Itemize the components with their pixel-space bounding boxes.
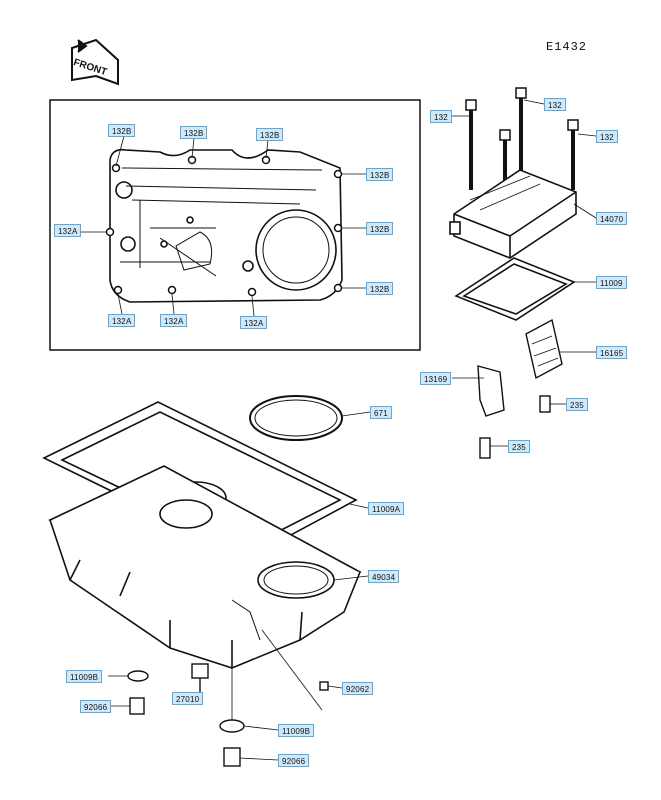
- callout-132b[interactable]: 132B: [366, 168, 394, 181]
- inset-leader-lines: [80, 135, 366, 317]
- callout-235[interactable]: 235: [566, 398, 588, 411]
- gasket-leader: [349, 503, 369, 509]
- callout-49034[interactable]: 49034: [368, 570, 400, 583]
- callout-92062[interactable]: 92062: [342, 682, 374, 695]
- oring-leader: [341, 411, 371, 417]
- callout-14070[interactable]: 14070: [596, 212, 628, 225]
- callout-132[interactable]: 132: [596, 130, 618, 143]
- breather-bracket: [477, 365, 505, 417]
- callout-132b[interactable]: 132B: [180, 126, 208, 139]
- front-arrow-icon: [71, 38, 119, 86]
- diagram-code: E1432: [546, 40, 588, 54]
- callout-132a[interactable]: 132A: [54, 224, 82, 237]
- callout-16165[interactable]: 16165: [596, 346, 628, 359]
- callout-132a[interactable]: 132A: [240, 316, 268, 329]
- o-ring: [249, 395, 343, 441]
- callout-132a[interactable]: 132A: [108, 314, 136, 327]
- breather-cover: [449, 169, 577, 259]
- breather-element: [525, 318, 563, 380]
- callout-132a[interactable]: 132A: [160, 314, 188, 327]
- drain-parts: [127, 663, 329, 767]
- callout-132[interactable]: 132: [430, 110, 452, 123]
- callout-27010[interactable]: 27010: [172, 692, 204, 705]
- callout-132b[interactable]: 132B: [366, 222, 394, 235]
- callout-132[interactable]: 132: [544, 98, 566, 111]
- inset-frame: [49, 99, 421, 351]
- oil-pan-top-view: [109, 148, 343, 303]
- oil-pan-body: [48, 465, 362, 669]
- drain-leader-lines: [108, 629, 343, 761]
- callout-92066[interactable]: 92066: [80, 700, 112, 713]
- callout-671[interactable]: 671: [370, 406, 392, 419]
- callout-11009[interactable]: 11009: [596, 276, 627, 289]
- callout-11009b[interactable]: 11009B: [66, 670, 103, 683]
- callout-13169[interactable]: 13169: [420, 372, 452, 385]
- callout-235[interactable]: 235: [508, 440, 530, 453]
- callout-92066[interactable]: 92066: [278, 754, 310, 767]
- callout-132b[interactable]: 132B: [366, 282, 394, 295]
- breather-gasket: [454, 257, 576, 321]
- callout-132b[interactable]: 132B: [256, 128, 284, 141]
- inset-bolt-holes: [105, 155, 343, 297]
- callout-11009b[interactable]: 11009B: [278, 724, 315, 737]
- cover-leader-lines: [452, 99, 597, 447]
- callout-132b[interactable]: 132B: [108, 124, 136, 137]
- callout-11009a[interactable]: 11009A: [368, 502, 405, 515]
- pan-leader: [333, 575, 369, 581]
